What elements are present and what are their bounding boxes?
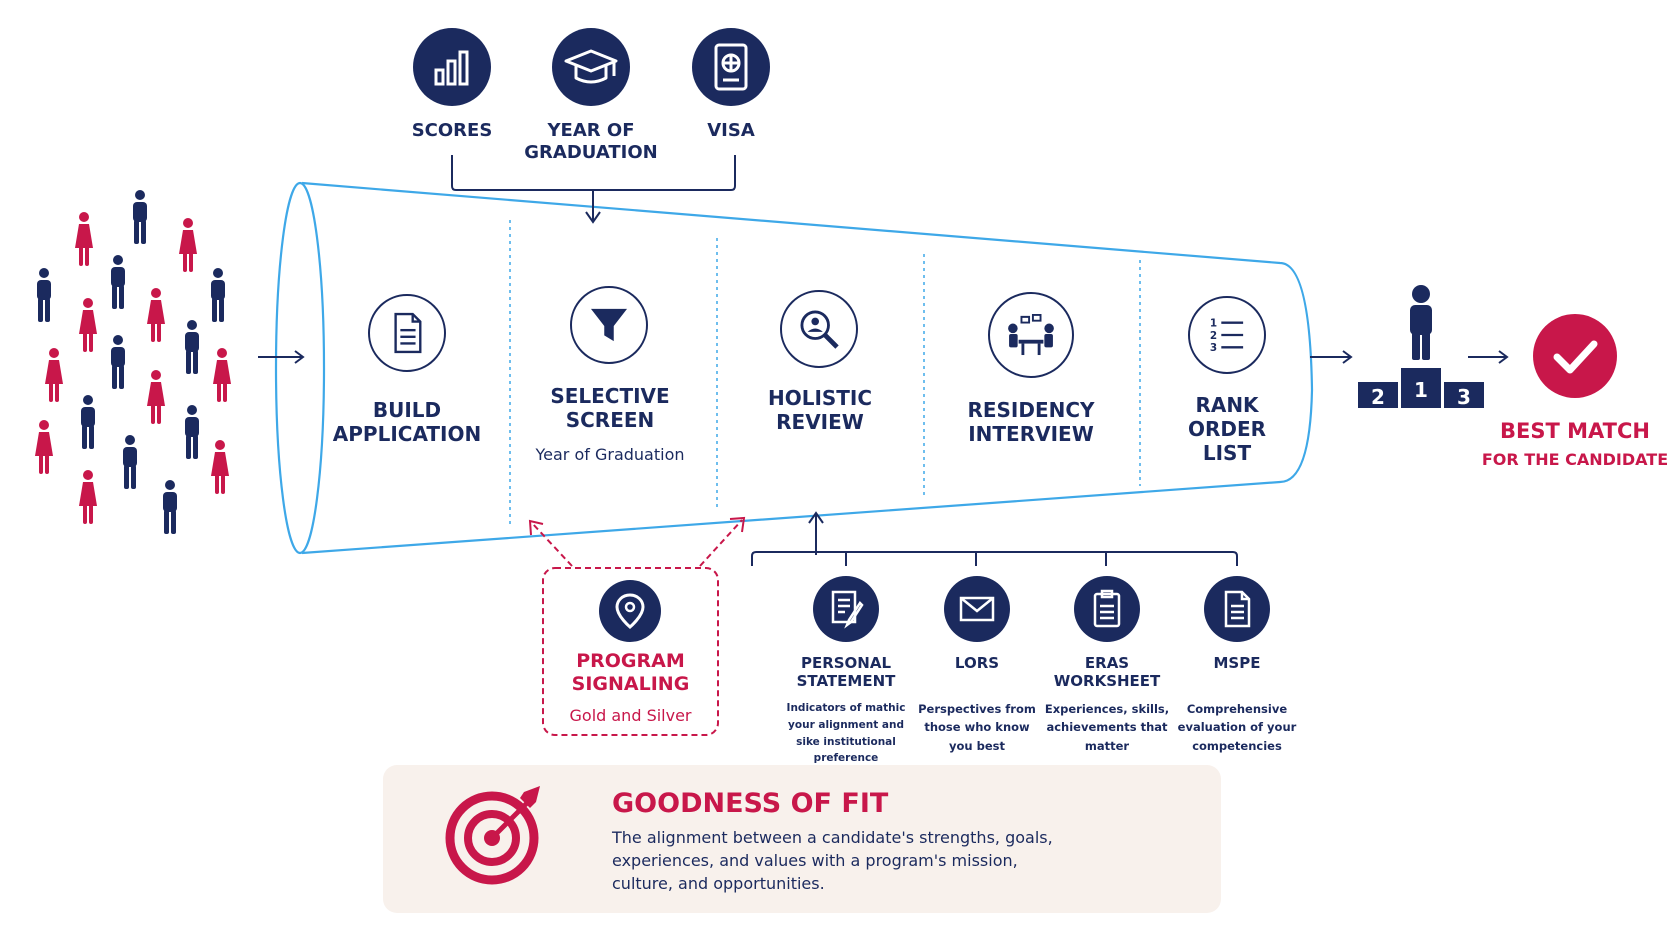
svg-text:2: 2 [1210,330,1217,342]
stage-residency-interview: RESIDENCY INTERVIEW [967,398,1095,446]
pen-document-icon [813,576,879,642]
checkmark-icon [1533,314,1617,398]
envelope-icon [944,576,1010,642]
podium-third: 3 [1457,385,1471,409]
outcome-title: BEST MATCH [1500,419,1650,443]
signaling-title: PROGRAM SIGNALING [571,650,690,695]
component-lors-desc: Perspectives from those who know you bes… [918,702,1036,753]
signaling-sub: Gold and Silver [569,706,692,725]
criterion-year-of-graduation: YEAR OF GRADUATION [524,120,658,163]
target-arrow-icon [445,786,540,885]
outcome-sub: FOR THE CANDIDATE [1481,450,1669,469]
passport-icon [692,28,770,106]
candidate-crowd [35,190,231,534]
document-icon [368,294,446,372]
component-eras-worksheet: ERAS WORKSHEET [1053,654,1161,690]
stage-build-application: BUILD APPLICATION [332,398,482,446]
stage-rank-order-list: RANK ORDER LIST [1187,393,1267,465]
svg-text:1: 1 [1210,317,1217,329]
stage-selective-screen-sub: Year of Graduation [535,445,685,464]
podium-first: 1 [1414,378,1428,402]
bar-chart-icon [413,28,491,106]
stage-holistic-review: HOLISTIC REVIEW [767,386,873,434]
component-personal-statement: PERSONAL STATEMENT [796,654,896,690]
goodness-of-fit-panel [383,765,1221,913]
report-icon [1204,576,1270,642]
magnifier-person-icon [780,290,858,368]
component-eras-worksheet-desc: Experiences, skills, achievements that m… [1044,702,1170,753]
svg-text:3: 3 [1210,342,1217,354]
podium-icon: 1 2 3 [1358,285,1484,409]
fit-description: The alignment between a candidate's stre… [612,828,1053,894]
location-pin-icon [599,580,661,642]
component-lors: LORS [954,654,1000,672]
interview-table-icon [988,292,1074,378]
criterion-visa: VISA [707,120,755,141]
clipboard-icon [1074,576,1140,642]
funnel-icon [570,286,648,364]
graduation-cap-icon [552,28,630,106]
component-personal-statement-desc: Indicators of mathic your alignment and … [786,702,906,765]
stage-selective-screen: SELECTIVE SCREEN [550,384,670,432]
component-mspe-desc: Comprehensive evaluation of your compete… [1177,702,1297,753]
fit-title: GOODNESS OF FIT [612,788,889,819]
component-mspe: MSPE [1213,654,1261,672]
criterion-scores: SCORES [411,120,493,141]
podium-second: 2 [1371,385,1385,409]
